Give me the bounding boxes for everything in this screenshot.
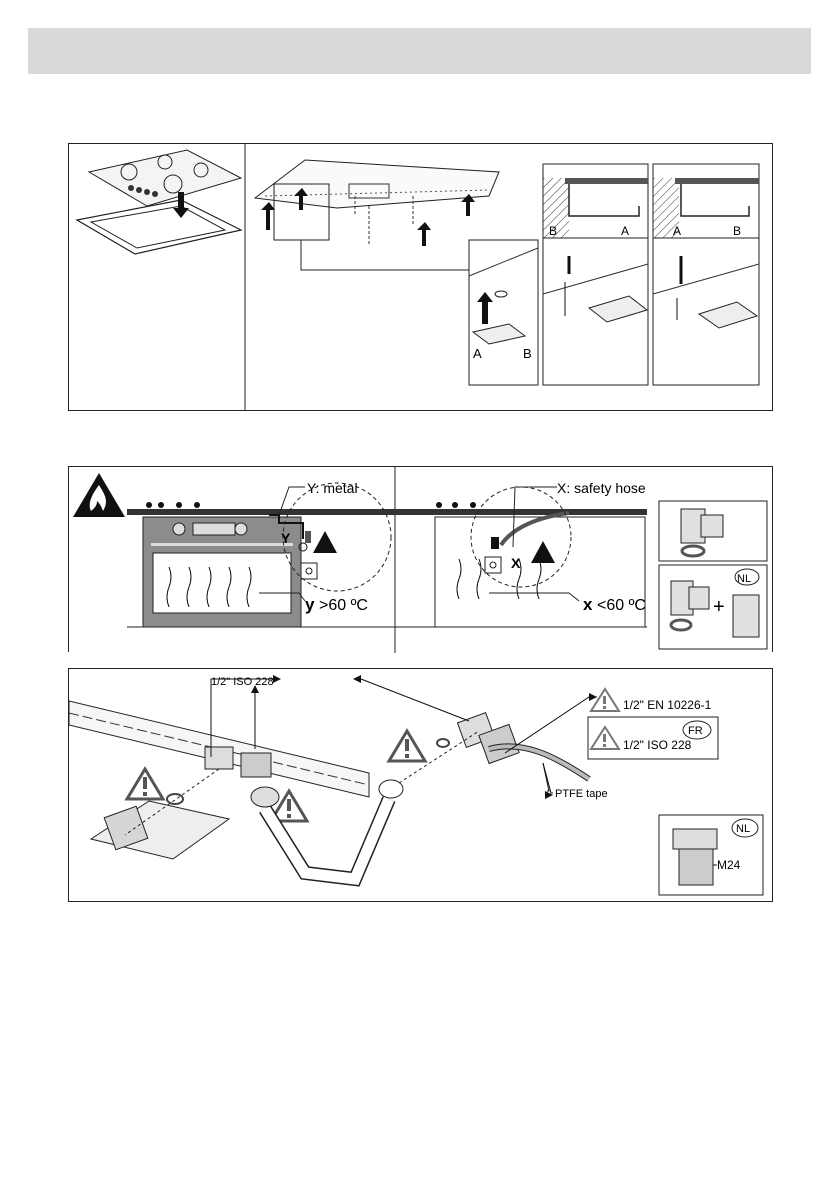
ptfe-label: PTFE tape [555, 788, 608, 800]
temp-high-value: >60 ºC [319, 597, 368, 614]
nl-badge-connection: NL [736, 823, 750, 835]
hob-drop-illustration [77, 150, 241, 254]
temp-low-var: x [583, 595, 593, 614]
safety-letter: X [511, 555, 521, 571]
hose-diagram: Y: metal Y y >60 ºC X: safety hose X x <… [69, 467, 772, 653]
side1-label-b: B [549, 224, 557, 238]
clip-label-b: B [523, 346, 532, 361]
en-label: 1/2" EN 10226-1 [623, 698, 712, 712]
installation-diagram: A B B A A B [69, 144, 772, 410]
temp-low-value: <60 ºC [597, 597, 646, 614]
clip-detail-box: A B [469, 240, 538, 385]
metal-hose-label: Y: metal [307, 480, 358, 496]
iso-label: 1/2" ISO 228 [211, 676, 274, 688]
side-section-2: A B [653, 164, 759, 385]
fr-badge: FR [688, 725, 703, 737]
side2-label-a: A [673, 224, 681, 238]
installation-panel: A B B A A B [68, 143, 773, 411]
hose-panel: Y: metal Y y >60 ºC X: safety hose X x <… [68, 466, 773, 652]
connection-diagram: 1/2" ISO 228 1/2" EN 10226-1 FR 1/2" ISO… [69, 669, 772, 901]
nl-badge: NL [737, 573, 751, 585]
side-section-1: B A [543, 164, 648, 385]
temp-high-var: y [305, 595, 315, 614]
plus-sign: + [713, 596, 725, 618]
en-warning-icon [591, 689, 619, 711]
side1-label-a: A [621, 224, 629, 238]
warning-icon-right [389, 731, 425, 761]
metal-letter: Y [281, 530, 291, 546]
clip-label-a: A [473, 346, 482, 361]
safety-hose-label: X: safety hose [557, 480, 646, 496]
hose-pipe [251, 780, 403, 879]
hob-underside-illustration [255, 160, 499, 270]
side2-label-b: B [733, 224, 741, 238]
fitting-box-single [659, 501, 767, 561]
hob-underside [69, 701, 369, 859]
flame-warning-icon [73, 473, 125, 517]
warning-icon-left [127, 769, 163, 799]
connection-panel: 1/2" ISO 228 1/2" EN 10226-1 FR 1/2" ISO… [68, 668, 773, 902]
fitting-upper [399, 713, 589, 783]
fr-iso-label: 1/2" ISO 228 [623, 738, 692, 752]
m24-label: M24 [717, 858, 741, 872]
header-bar [28, 28, 811, 74]
